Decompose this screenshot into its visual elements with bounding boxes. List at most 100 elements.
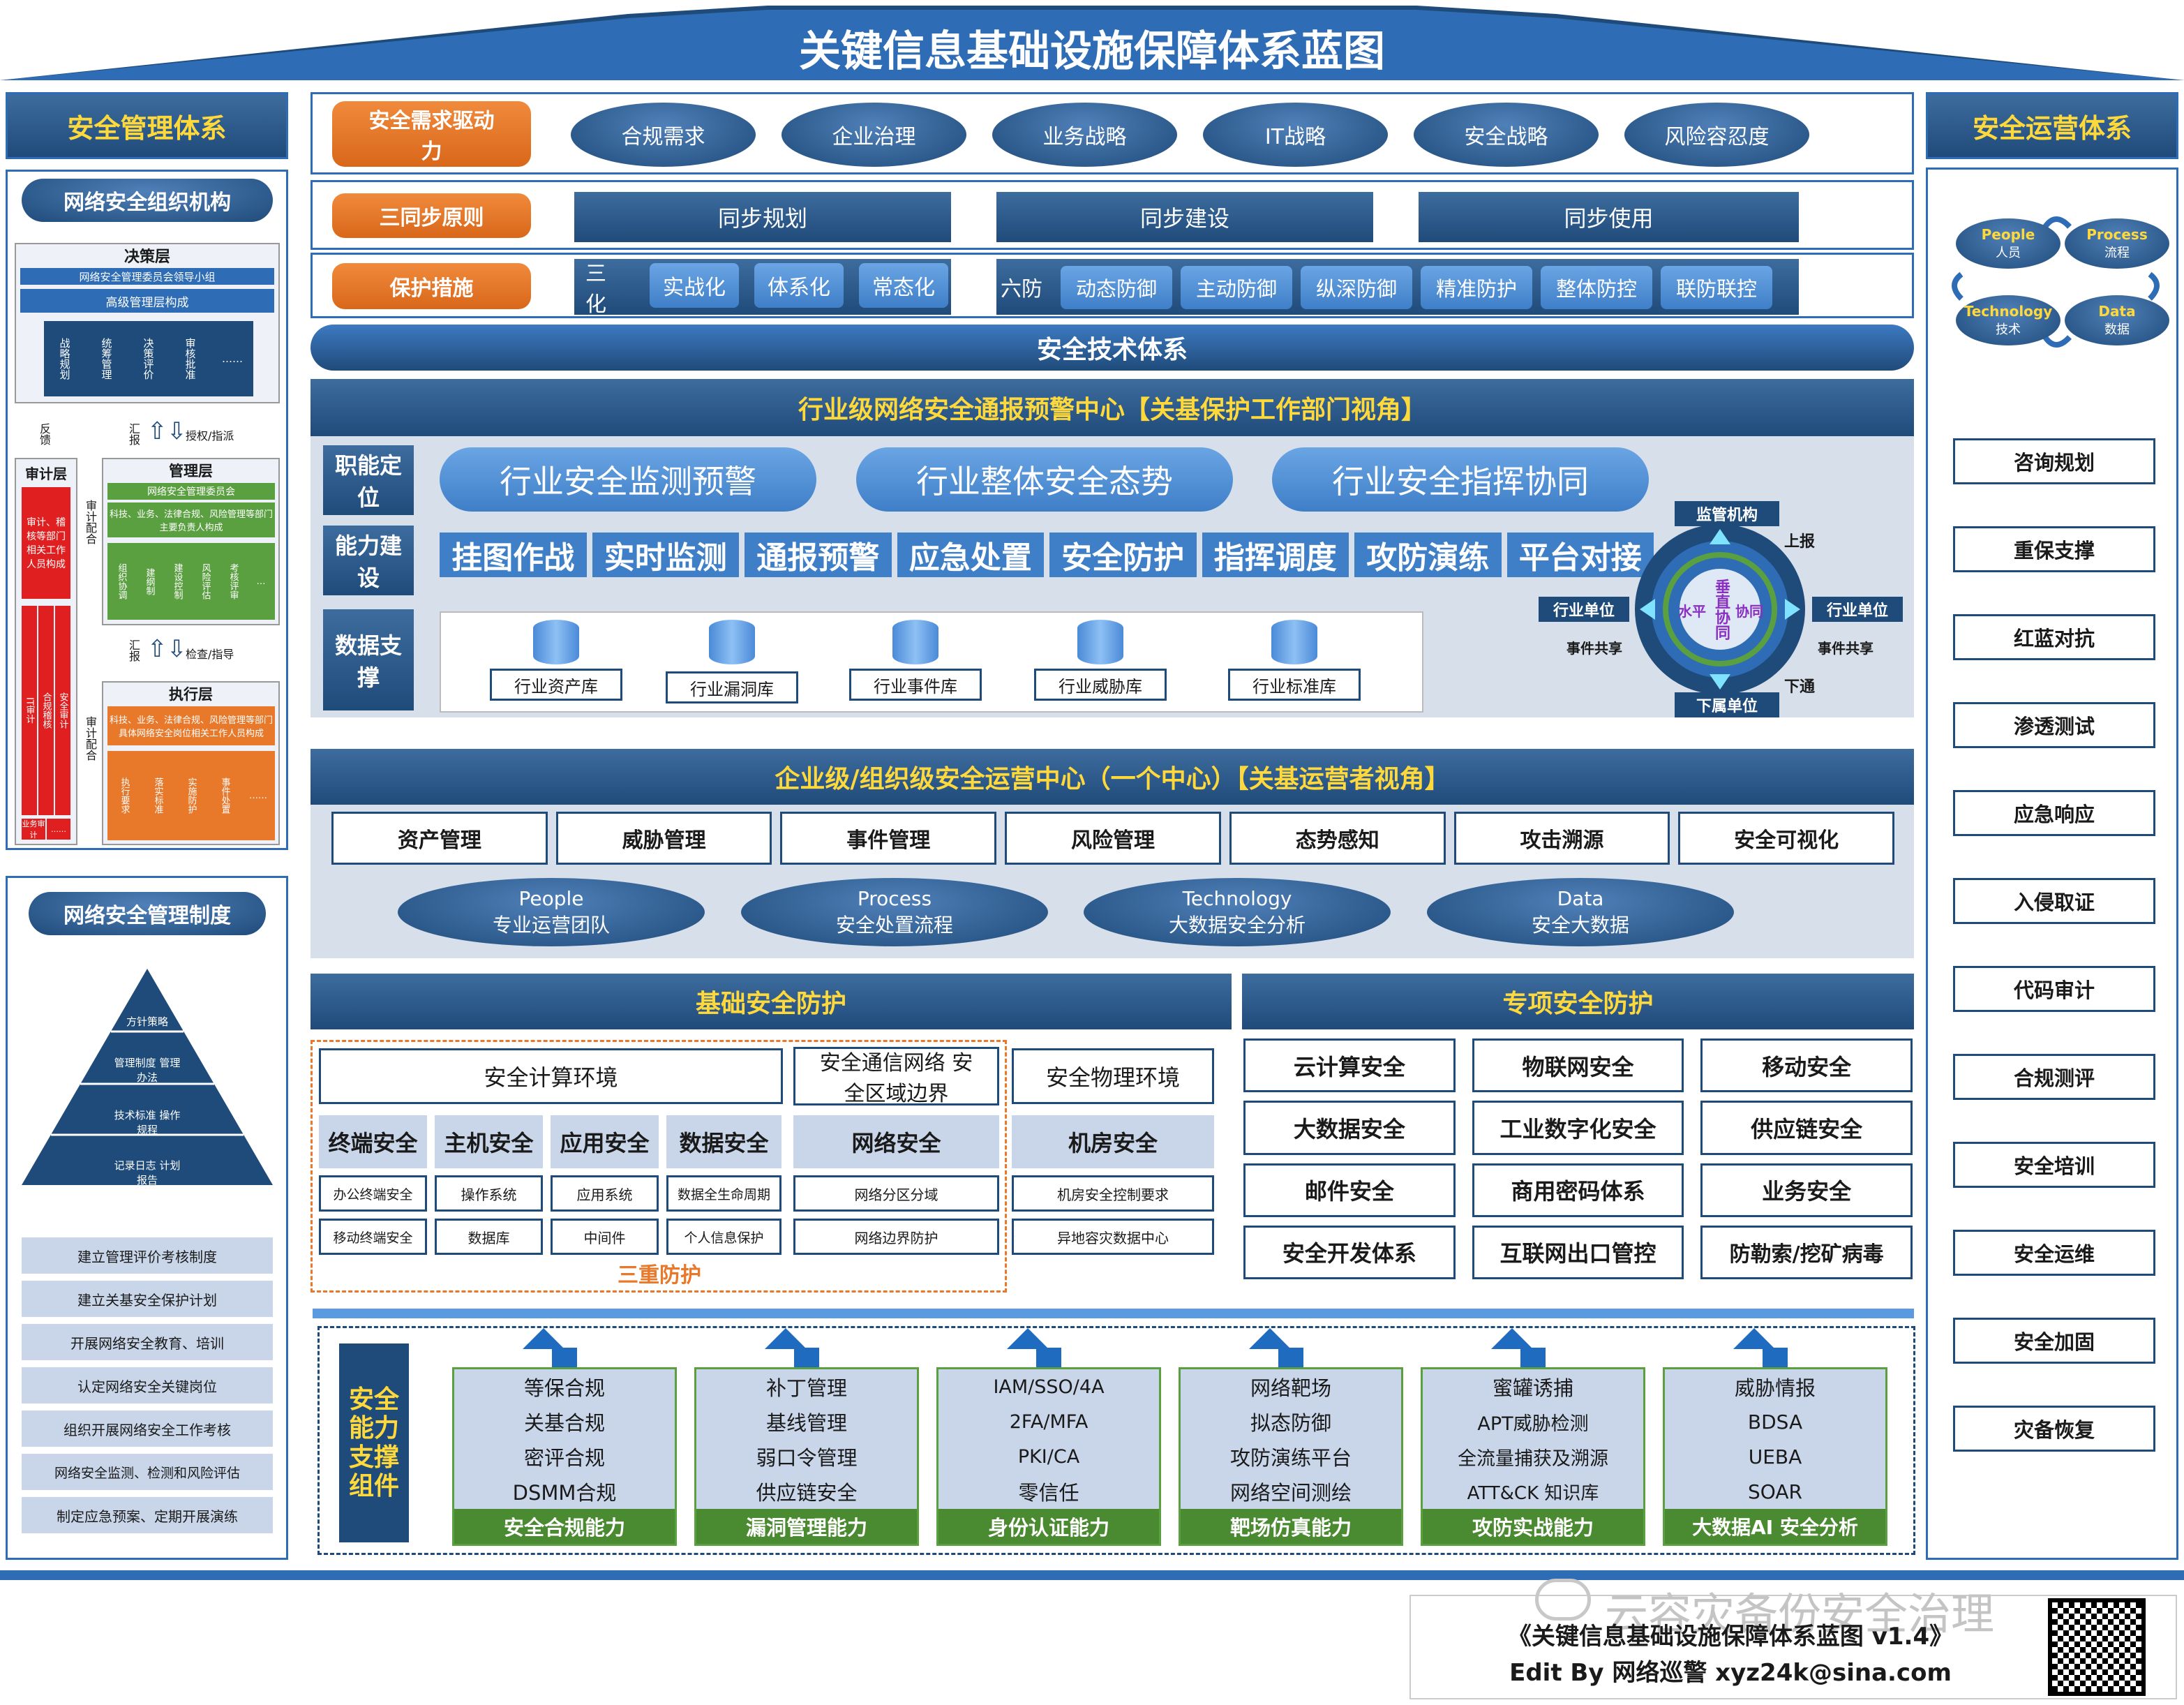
basic-col-head: 应用安全 (551, 1115, 659, 1168)
title-banner-shape (0, 6, 2184, 80)
up-arrow-stem (1036, 1348, 1061, 1367)
pyramid-level: 技术标准 操作规程 (114, 1109, 181, 1136)
protect-six-group: 六防 动态防御 主动防御 纵深防御 精准防护 整体防控 联防联控 (996, 259, 1799, 315)
audit-small: IT审计 (22, 606, 37, 815)
special-item: 物联网安全 (1472, 1038, 1684, 1093)
component-item: 2FA/MFA (1009, 1410, 1089, 1433)
db-item: 行业标准库 (1228, 620, 1361, 707)
pyramid-level: 管理制度 管理办法 (114, 1057, 181, 1084)
basic-title: 基础安全防护 (311, 974, 1232, 1029)
wheel-horizontal-right: 协同 (1735, 603, 1763, 620)
industry-cap: 挂图作战 (440, 533, 587, 577)
driver-business: 业务战略 (992, 103, 1177, 167)
ops-service-item: 安全培训 (1953, 1142, 2155, 1188)
decision-layer: 决策层 网络安全管理委员会领导小组 高级管理层构成 战略规划 统筹管理 决策评价… (15, 243, 280, 403)
database-icon (533, 620, 579, 664)
special-item: 商用密码体系 (1472, 1163, 1684, 1217)
component-item: 拟态防御 (1250, 1411, 1331, 1435)
up-arrow-icon (765, 1328, 807, 1349)
enterprise-process-zh: 安全处置流程 (835, 913, 953, 937)
up-arrow-icon (1733, 1328, 1775, 1349)
decision-cols: 战略规划 统筹管理 决策评价 审核批准 …… (44, 321, 253, 396)
ops-service-item: 安全加固 (1953, 1318, 2155, 1364)
component-item: 弱口令管理 (756, 1446, 858, 1470)
component-box: 网络靶场 拟态防御 攻防演练平台 网络空间测绘 靶场仿真能力 (1179, 1367, 1403, 1546)
ops-service-item: 灾备恢复 (1953, 1406, 2155, 1452)
audit-layer: 审计层 审计、稽核等部门相关工作人员构成 IT审计 合规稽核 安全审计 业务审计… (15, 458, 77, 845)
protect-row: 保护措施 三化 实战化 体系化 常态化 六防 动态防御 主动防御 纵深防御 精准… (311, 253, 1914, 318)
cycle-technology: Technology 技术 (1956, 295, 2060, 345)
audit-small: 合规稽核 (38, 606, 54, 815)
protect-three-item: 实战化 (650, 263, 739, 308)
industry-role: 行业整体安全态势 (856, 447, 1233, 512)
ops-service-item: 应急响应 (1953, 790, 2155, 836)
protect-six-label: 六防 (1001, 277, 1042, 301)
enterprise-panel: 企业级/组织级安全运营中心（一个中心）【关基运营者视角】 资产管理 威胁管理 事… (311, 749, 1914, 958)
up-arrow-stem (794, 1348, 819, 1367)
basic-col-b: 移动终端安全 (319, 1219, 427, 1255)
exec-col: 实施防护 (186, 777, 197, 814)
component-foot: 大数据AI 安全分析 (1665, 1509, 1885, 1544)
audit-coop-1: 审计配合 (84, 500, 97, 544)
wheel-left: 行业单位 (1539, 597, 1629, 622)
basic-panel: 安全计算环境 安全通信网络 安全区域边界 安全物理环境 终端安全 主机安全 应用… (311, 1040, 1232, 1293)
decision-col: 审核批准 (184, 338, 197, 380)
db-item: 行业事件库 (849, 620, 982, 707)
wheel-bottom: 下属单位 (1675, 692, 1779, 717)
exec-title: 执行层 (169, 686, 213, 703)
pyramid-level: 方针策略 (126, 1015, 168, 1028)
component-item: ATT&CK 知识库 (1467, 1482, 1599, 1504)
db-label: 行业威胁库 (1034, 669, 1167, 701)
check-label: 检查/指导 (186, 648, 234, 661)
wheel-ring-icon (1635, 524, 1805, 694)
component-group: IAM/SSO/4A 2FA/MFA PKI/CA 零信任 身份认证能力 (936, 1328, 1161, 1546)
enterprise-process-en: Process (857, 886, 932, 910)
protect-three-item: 体系化 (754, 263, 844, 308)
enterprise-data-zh: 安全大数据 (1531, 913, 1629, 937)
component-box: 蜜罐诱捕 APT威胁检测 全流量捕获及溯源 ATT&CK 知识库 攻防实战能力 (1421, 1367, 1645, 1546)
enterprise-mod: 态势感知 (1229, 812, 1446, 865)
special-item: 移动安全 (1700, 1038, 1913, 1093)
net-a: 网络分区分域 (793, 1175, 999, 1212)
enterprise-data: Data 安全大数据 (1427, 878, 1734, 946)
up-arrow-icon (1007, 1328, 1049, 1349)
audit-small: 安全审计 (55, 606, 70, 815)
special-grid: 云计算安全 物联网安全 移动安全 大数据安全 工业数字化安全 供应链安全 邮件安… (1242, 1038, 1914, 1279)
three-sync-label: 三同步原则 (332, 193, 531, 238)
component-item: 密评合规 (523, 1446, 605, 1470)
enterprise-mods: 资产管理 威胁管理 事件管理 风险管理 态势感知 攻击溯源 安全可视化 (331, 812, 1895, 865)
component-item: SOAR (1748, 1480, 1802, 1503)
component-foot: 身份认证能力 (938, 1509, 1159, 1544)
basic-col-a: 数据全生命周期 (666, 1175, 781, 1212)
special-item: 业务安全 (1700, 1163, 1913, 1217)
decision-line2: 高级管理层构成 (20, 289, 274, 313)
mgmt-col: … (256, 576, 266, 587)
org-title: 网络安全组织机构 (22, 179, 273, 222)
triple-label: 三重防护 (618, 1263, 701, 1288)
ops-service-item: 代码审计 (1953, 966, 2155, 1012)
exec-col: 执行要求 (119, 777, 130, 814)
component-foot: 攻防实战能力 (1423, 1509, 1643, 1544)
net-head: 网络安全 (793, 1115, 999, 1168)
mgmt-line1: 网络安全管理委员会 (107, 483, 275, 500)
industry-cap: 指挥调度 (1202, 533, 1349, 577)
industry-cap: 攻防演练 (1354, 533, 1502, 577)
component-item: 蜜罐诱捕 (1492, 1376, 1573, 1400)
enterprise-mod: 事件管理 (780, 812, 997, 865)
up-arrow-icon (1249, 1328, 1291, 1349)
decision-col: …… (222, 352, 243, 365)
component-item: 零信任 (1018, 1481, 1079, 1505)
basic-col-a: 应用系统 (551, 1175, 659, 1212)
up-arrow-stem (1278, 1348, 1303, 1367)
up-arrow-icon: ⇧ (147, 417, 167, 445)
up-arrow-stem (1763, 1348, 1788, 1367)
industry-cap: 实时监测 (592, 533, 739, 577)
exec-line1: 科技、业务、法律合规、风险管理等部门具体网络安全岗位相关工作人员构成 (107, 706, 275, 745)
feedback-label: 反馈 (38, 423, 51, 445)
enterprise-people-en: People (518, 886, 584, 910)
driver-security: 安全战略 (1414, 103, 1599, 167)
audit-small-group: IT审计 合规稽核 安全审计 (22, 606, 70, 815)
triple-frame (311, 1040, 1007, 1293)
component-item: 全流量捕获及溯源 (1458, 1447, 1608, 1470)
component-foot: 漏洞管理能力 (696, 1509, 917, 1544)
